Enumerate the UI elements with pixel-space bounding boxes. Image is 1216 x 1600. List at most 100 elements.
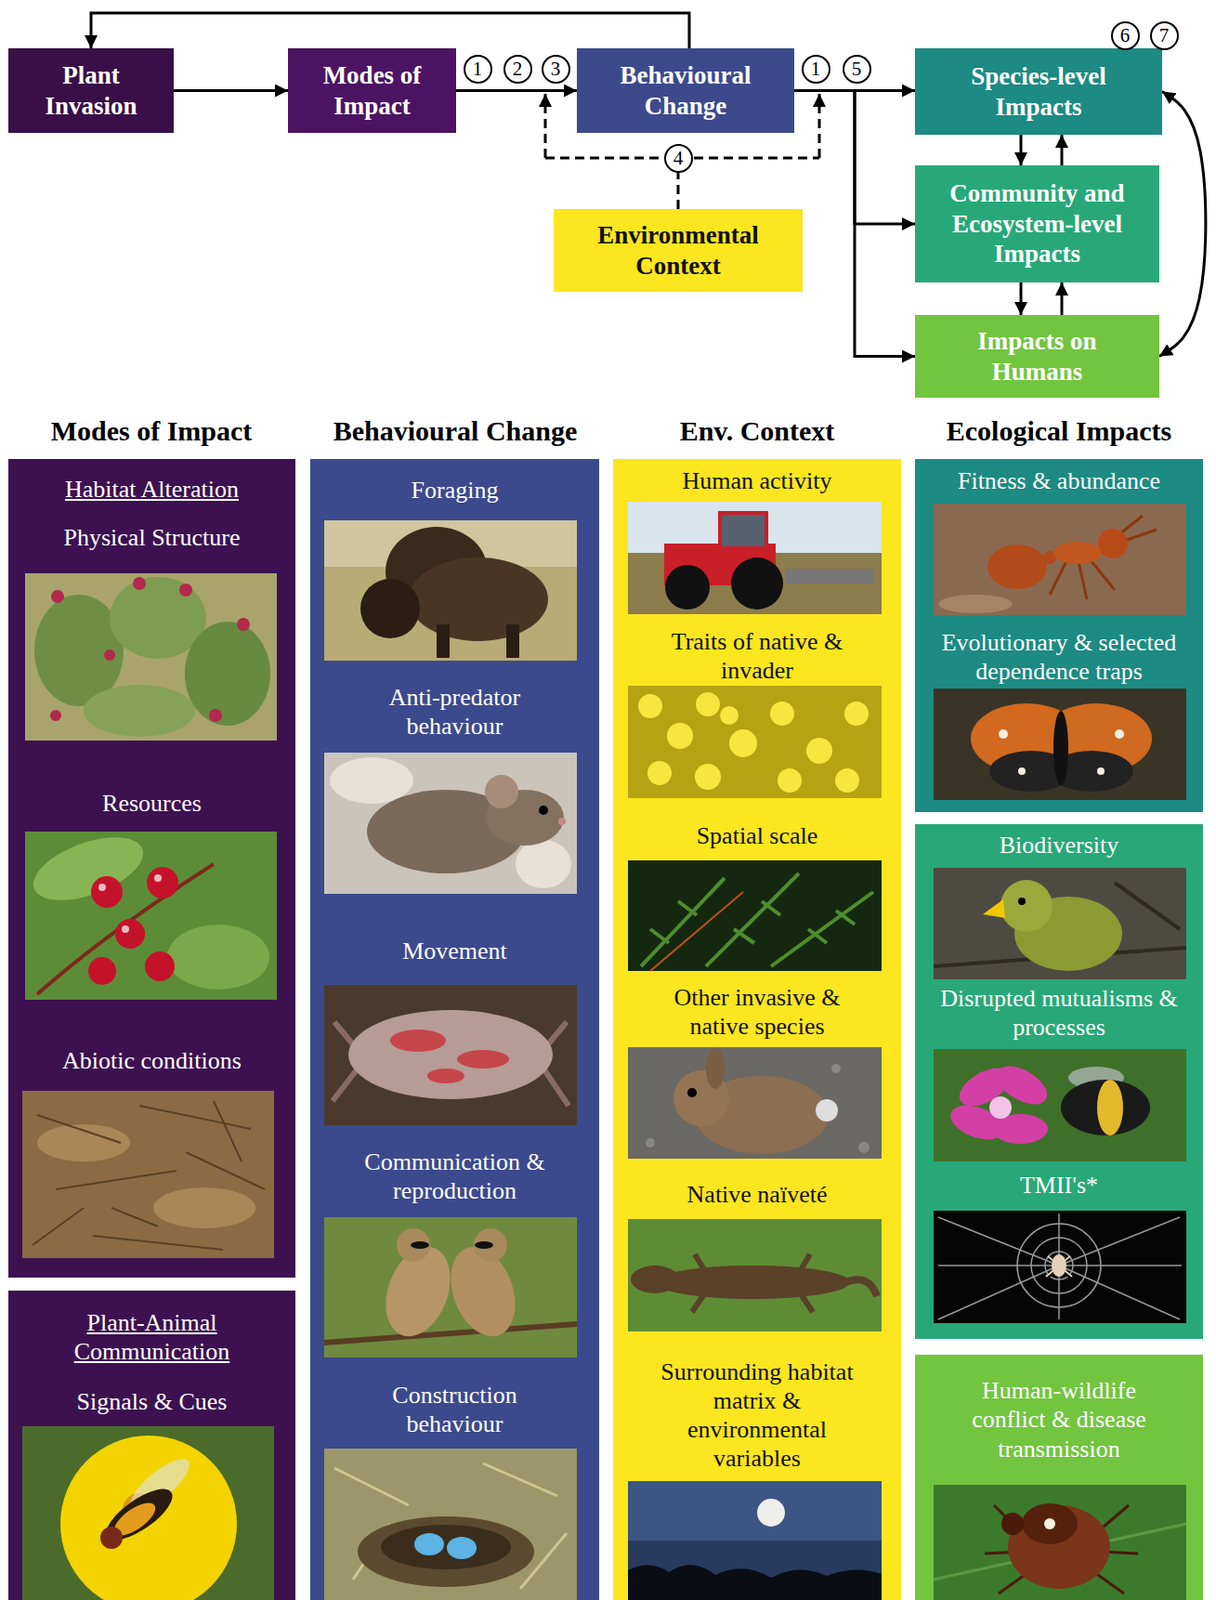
waxwing-photo-part: [324, 1323, 577, 1343]
bison-photo-part: [360, 578, 420, 639]
wattle-photo-part-part: [844, 701, 869, 726]
leaf-litter-photo-part-part: [111, 1207, 158, 1227]
butterfly-photo: [933, 688, 1187, 800]
connector: [1019, 134, 1023, 166]
connectors: [91, 13, 1206, 357]
box-label: Modes of Impact: [304, 60, 440, 121]
fern-photo-part-part: [733, 928, 755, 943]
leaf-litter-photo: [22, 1090, 275, 1258]
leaf-litter-photo-part-part: [92, 1235, 223, 1250]
callout-number: 5: [842, 54, 872, 84]
fern-photo-part-part: [650, 928, 669, 943]
cactus-photo-part: [184, 621, 271, 726]
box-label: Species-level Impacts: [931, 61, 1146, 122]
newt-photo-part: [845, 1279, 877, 1296]
panel-item: Resources: [13, 788, 290, 818]
bee-photo-part: [933, 1048, 1187, 1162]
butterfly-photo-part: [1053, 710, 1069, 785]
leaf-litter-photo-part-part: [213, 1100, 242, 1162]
panel-item: Physical Structure: [13, 523, 290, 552]
spider-photo-part: [1051, 1254, 1067, 1277]
spider-photo-part-part: [1059, 1265, 1180, 1320]
panel-item: Movement: [315, 936, 594, 966]
leaf-litter-photo-part: [22, 1090, 275, 1258]
panel-item: Communication & reproduction: [339, 1147, 572, 1205]
context-dashes-part: [818, 93, 822, 158]
ant-photo-part: [1098, 528, 1128, 559]
wattle-photo-part-part: [806, 737, 833, 764]
context-dashes-part: [544, 93, 548, 158]
panel-item: Human activity: [618, 466, 896, 496]
berries-photo-part: [115, 918, 145, 949]
butterfly-photo-part: [998, 729, 1008, 739]
bison-photo-part: [506, 624, 520, 658]
panel-item: Traits of native & invader: [640, 627, 874, 685]
spider-photo-part-part: [1059, 1216, 1180, 1266]
column-heading: Env. Context: [679, 414, 836, 448]
panel-item: Surrounding habitat matrix & environment…: [650, 1357, 864, 1474]
tractor-photo-part: [719, 512, 767, 549]
butterfly-photo-part: [1097, 767, 1105, 775]
panel-item: Abiotic conditions: [13, 1046, 290, 1075]
rabbit-photo: [627, 1046, 882, 1159]
panel-item: Other invasive & native species: [650, 982, 864, 1041]
leaf-litter-photo-part-part: [32, 1207, 84, 1245]
moon-photo-part: [627, 1564, 882, 1600]
category-panel: Fitness & abundanceEvolutionary & select…: [915, 458, 1203, 812]
column-heading: Modes of Impact: [51, 414, 253, 448]
nest-photo-part-part: [334, 1467, 409, 1505]
mouse-photo: [324, 752, 577, 894]
fern-photo-part: [627, 860, 882, 971]
wattle-photo-part-part: [695, 692, 720, 717]
fern-photo-part-part: [836, 910, 855, 925]
berries-photo-part: [154, 874, 162, 882]
nest-photo: [324, 1448, 577, 1600]
bison-photo-part: [436, 624, 450, 658]
wattle-photo-part-part: [694, 763, 721, 790]
category-panel: ForagingAnti-predator behaviourMovementC…: [310, 458, 600, 1600]
connector: [1060, 282, 1064, 315]
fern-photo-part-part: [761, 901, 781, 916]
berries-photo-part: [25, 823, 152, 913]
mouse-photo-part: [538, 805, 549, 815]
box-label: Behavioural Change: [593, 60, 778, 121]
nest-photo-part: [446, 1536, 477, 1559]
crab-photo-part: [427, 1068, 465, 1084]
panel-item: Construction behaviour: [353, 1380, 558, 1439]
box-label: Impacts on Humans: [931, 326, 1143, 387]
box-label: Plant Invasion: [25, 60, 157, 121]
moon-photo-part: [627, 1540, 882, 1600]
cactus-photo: [25, 573, 277, 741]
tractor-photo-part: [665, 564, 710, 610]
rabbit-photo-part: [706, 1047, 725, 1089]
panel-item: Foraging: [315, 475, 594, 505]
nest-photo-part: [357, 1516, 535, 1587]
tractor-photo-part: [731, 557, 784, 610]
berries-photo-part: [144, 951, 175, 981]
hoverfly-photo-part: [100, 1526, 123, 1549]
wattle-photo-part-part: [729, 729, 758, 758]
finch-photo-part: [1000, 879, 1053, 932]
tick-photo: [933, 1484, 1187, 1600]
box-label: Environmental Context: [570, 220, 786, 281]
finch-photo-part: [982, 899, 1006, 918]
cactus-photo-part: [179, 583, 193, 597]
callout-number: 6: [1111, 21, 1140, 51]
newt-photo-part: [630, 1265, 680, 1294]
ant-photo: [933, 503, 1187, 615]
fern-photo-part-part: [706, 873, 799, 967]
wattle-photo-part-part: [719, 706, 739, 725]
berries-photo-part: [167, 924, 270, 990]
cactus-photo-part: [236, 617, 250, 631]
mouse-photo-part: [558, 817, 566, 825]
finch-photo-part: [1018, 897, 1026, 905]
panel-item: Disrupted mutualisms & processes: [933, 983, 1185, 1042]
crab-photo-part: [324, 984, 577, 1125]
panel-item: Evolutionary & selected dependence traps: [920, 627, 1198, 686]
ant-photo-part: [1053, 541, 1102, 564]
ant-photo-part: [938, 594, 1013, 614]
spider-photo-part-part: [1031, 1237, 1087, 1294]
moon-photo-part: [757, 1498, 785, 1527]
panel-item: Biodiversity: [920, 830, 1198, 860]
finch-photo-part: [933, 867, 1187, 980]
